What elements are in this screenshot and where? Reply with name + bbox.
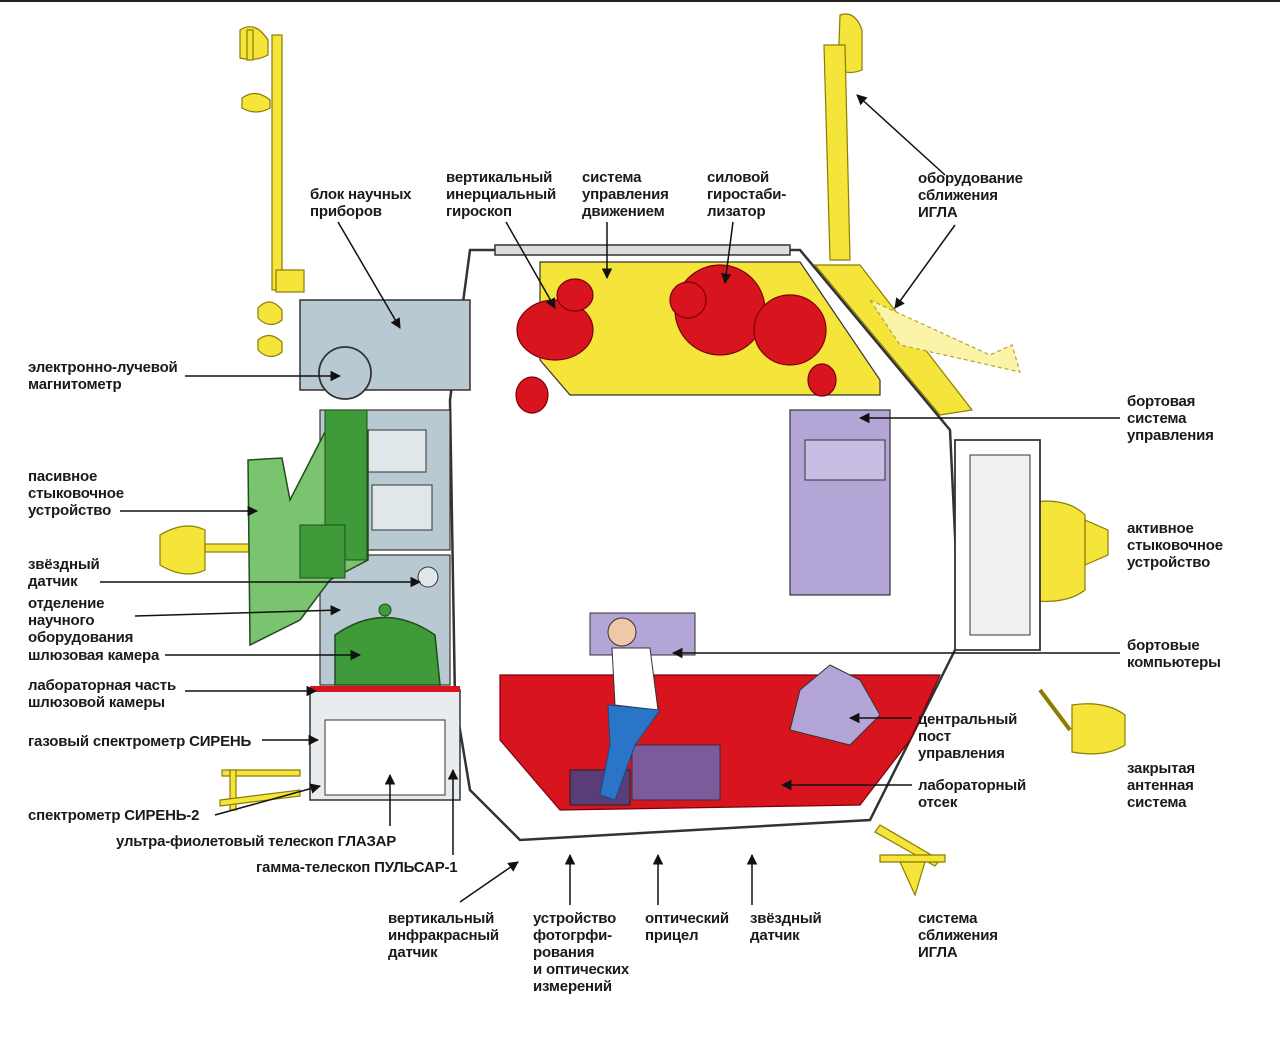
label-optichesky-pritsel: оптический прицел bbox=[645, 910, 729, 944]
label-sistema-igla: система сближения ИГЛА bbox=[918, 910, 998, 961]
label-sistema-upravleniya: система управления движением bbox=[582, 169, 669, 220]
label-tsentralny-post: центральный пост управления bbox=[918, 711, 1018, 762]
label-vertikalny-giroskop: вертикальный инерциальный гироскоп bbox=[446, 169, 557, 220]
label-blok-nauchnyh-priborov: блок научных приборов bbox=[310, 186, 412, 220]
label-pulsar: гамма-телескоп ПУЛЬСАР-1 bbox=[256, 859, 458, 876]
top-border bbox=[0, 0, 1280, 2]
label-oborudovanie-igla: оборудование сближения ИГЛА bbox=[918, 170, 1023, 221]
leader-arrows bbox=[100, 94, 1120, 905]
label-zvezdny-datchik-bottom: звёздный датчик bbox=[750, 910, 822, 944]
label-zvezdny-datchik-left: звёздный датчик bbox=[28, 556, 100, 590]
label-gazovy-spektrometr: газовый спектрометр СИРЕНЬ bbox=[28, 733, 252, 750]
left-antenna-mast bbox=[159, 26, 305, 811]
label-bortovaya-sistema: бортовая система управления bbox=[1127, 393, 1214, 444]
label-spektrometr-sirene2: спектрометр СИРЕНЬ-2 bbox=[28, 807, 200, 824]
red-gyro-units bbox=[515, 264, 837, 414]
label-laboratorny-otsek: лабораторный отсек bbox=[918, 777, 1026, 811]
label-magnitometr: электронно-лучевой магнитометр bbox=[28, 359, 178, 393]
label-bortovye-kompyutery: бортовые компьютеры bbox=[1127, 637, 1221, 671]
label-infrakrasny-datchik: вертикальный инфракрасный датчик bbox=[388, 910, 499, 961]
label-glazar: ультра-фиолетовый телескоп ГЛАЗАР bbox=[116, 833, 397, 850]
label-silovoy-girostabilizator: силовой гиростаби- лизатор bbox=[707, 169, 787, 220]
label-zakrytaya-antennaya: закрытая антенная система bbox=[1127, 760, 1195, 811]
label-ustroystvo-fotografirovaniya: устройство фотогрфи- рования и оптически… bbox=[533, 910, 630, 995]
active-docking-module bbox=[954, 439, 1041, 651]
label-laboratornaya-chast: лабораторная часть шлюзовой камеры bbox=[28, 677, 176, 711]
label-aktivnoe-ustroystvo: активное стыковочное устройство bbox=[1127, 520, 1223, 571]
crew-member bbox=[569, 617, 881, 806]
lower-instruments bbox=[309, 686, 461, 801]
label-shluzovaya-kamera: шлюзовая камера bbox=[28, 647, 160, 664]
label-passivnoe-ustroystvo: пасивное стыковочное устройство bbox=[28, 468, 124, 519]
label-otdelenie-oborudovaniya: отделение научного оборудования bbox=[28, 595, 134, 646]
green-docking-area bbox=[247, 409, 441, 686]
